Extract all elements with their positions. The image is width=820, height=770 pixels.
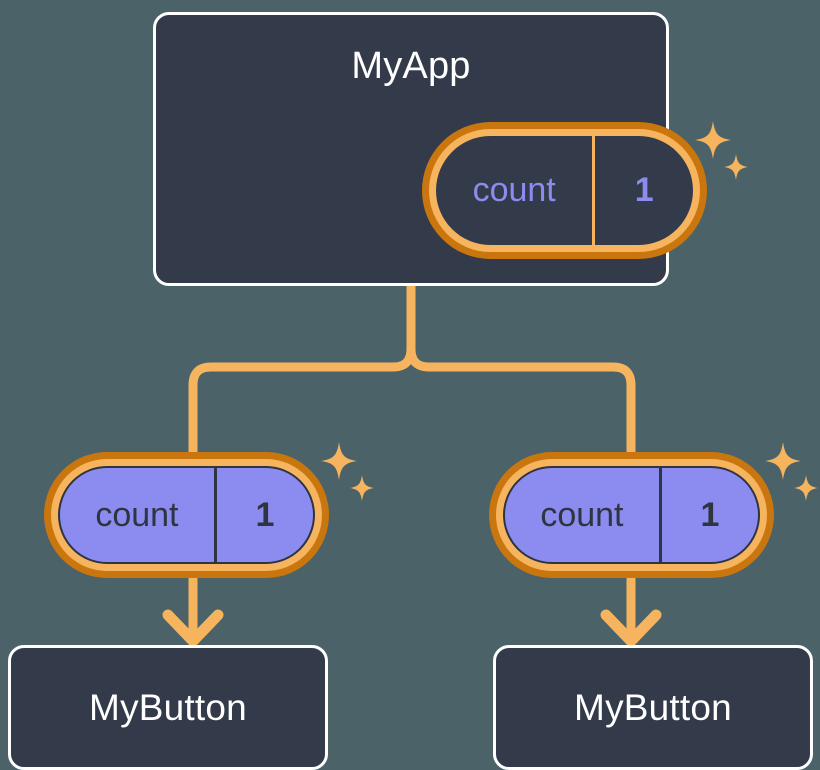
signal-pill-core: count 1 <box>503 466 760 564</box>
mybutton-left-title: MyButton <box>89 686 247 728</box>
sparkle-large-icon <box>765 442 801 480</box>
signal-label: count <box>60 468 217 562</box>
signal-pill-core: count 1 <box>58 466 315 564</box>
signal-pill-ring: count 1 <box>51 459 322 571</box>
connector-trunk-split-right <box>406 344 636 457</box>
myapp-card[interactable]: MyApp count 1 <box>153 12 748 286</box>
sparkle-small-icon <box>724 154 748 180</box>
arrow-right-head-icon <box>600 609 662 647</box>
sparkle-small-icon <box>794 475 818 501</box>
signal-pill-ring: count 1 <box>429 129 700 252</box>
mybutton-left-card[interactable]: MyButton <box>8 645 328 770</box>
signal-value: 1 <box>255 495 275 534</box>
sparkle-small-icon <box>350 475 374 501</box>
signal-pill-ring: count 1 <box>496 459 767 571</box>
connector-trunk-split <box>188 281 416 457</box>
mybutton-right-title: MyButton <box>574 686 732 728</box>
signal-label: count <box>436 136 596 245</box>
mybutton-right-card[interactable]: MyButton <box>493 645 813 770</box>
signal-pill-myapp[interactable]: count 1 <box>422 122 707 259</box>
signal-label: count <box>505 468 662 562</box>
signal-value: 1 <box>634 171 654 209</box>
sparkle-large-icon <box>321 442 357 480</box>
signal-value: 1 <box>700 495 720 534</box>
signal-pill-left[interactable]: count 1 <box>44 452 329 578</box>
arrow-left-head-icon <box>162 609 224 647</box>
sparkle-large-icon <box>695 121 731 159</box>
signal-pill-core: count 1 <box>436 136 693 245</box>
myapp-card-title: MyApp <box>351 45 471 87</box>
signal-pill-right[interactable]: count 1 <box>489 452 774 578</box>
